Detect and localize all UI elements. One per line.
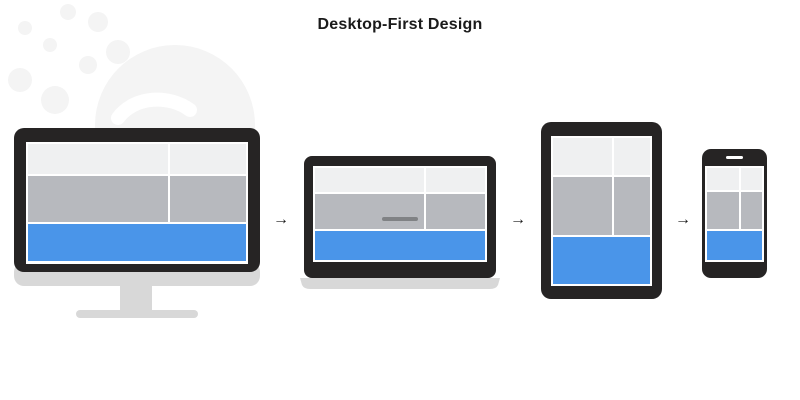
arrow-desktop-to-laptop: → <box>273 211 289 228</box>
monitor-header-main <box>28 144 168 174</box>
laptop-scroll-hint <box>382 217 418 221</box>
tablet-header-main <box>553 138 612 175</box>
laptop-content-main <box>315 194 424 229</box>
monitor-content-main <box>28 176 168 222</box>
monitor-footer <box>28 224 246 261</box>
phone-content-side <box>741 192 762 229</box>
monitor-header-side <box>170 144 246 174</box>
arrow-laptop-to-tablet: → <box>510 211 526 228</box>
monitor-stand-base <box>76 310 198 318</box>
monitor-content-side <box>170 176 246 222</box>
phone-content-main <box>707 192 739 229</box>
diagram-title: Desktop-First Design <box>317 16 483 33</box>
phone-speaker <box>726 156 743 159</box>
tablet-footer <box>553 237 650 284</box>
tablet-header-side <box>614 138 650 175</box>
phone-footer <box>707 231 762 260</box>
laptop-content-side <box>426 194 485 229</box>
phone-header-main <box>707 168 739 190</box>
monitor-stand-neck <box>120 286 152 311</box>
phone-header-side <box>741 168 762 190</box>
laptop-footer <box>315 231 485 260</box>
laptop-base <box>300 278 500 289</box>
tablet-content-main <box>553 177 612 235</box>
arrow-tablet-to-phone: → <box>675 211 691 228</box>
laptop-header-main <box>315 168 424 192</box>
tablet-content-side <box>614 177 650 235</box>
laptop-header-side <box>426 168 485 192</box>
